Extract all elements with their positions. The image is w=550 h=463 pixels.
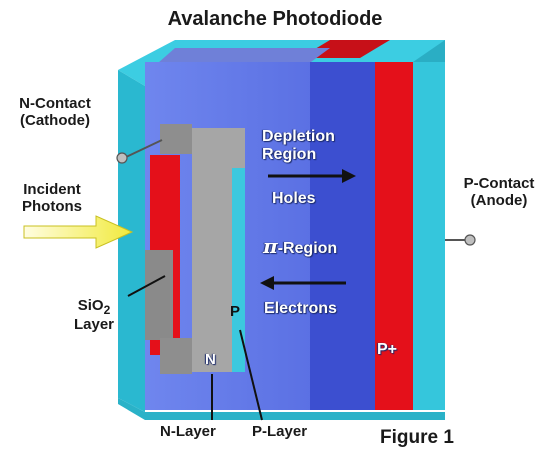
right-cap (413, 40, 445, 62)
n-contact-line1: N-Contact (19, 95, 91, 112)
p-letter-label: P (230, 303, 241, 320)
pi-region-text: -Region (277, 240, 338, 257)
holes-arrow-head (342, 169, 356, 183)
depletion-line1: Depletion (262, 128, 335, 145)
n-layer-bar (192, 128, 232, 372)
sio2-line2: Layer (73, 316, 115, 334)
n-contact-line2: (Cathode) (20, 111, 90, 129)
p-plus-label: P+ (377, 341, 398, 358)
p-plus-layer (375, 62, 413, 410)
sio2-layer-label: SiO2 Layer (62, 297, 126, 334)
depletion-line2: Region (262, 145, 317, 163)
p-contact-line2: (Anode) (470, 191, 528, 209)
p-contact-terminal (464, 234, 476, 246)
p-layer-strip-cap (232, 128, 245, 168)
diagram-title: Avalanche Photodiode (167, 8, 383, 30)
p-layer-strip (232, 168, 245, 372)
figure-label: Figure 1 (380, 427, 454, 448)
incident-photons-label: Incident Photons (2, 181, 102, 216)
n-contact-terminal (116, 152, 128, 164)
n-letter-label: N (205, 351, 216, 368)
p-contact-line1: P-Contact (463, 175, 535, 192)
p-contact-layer (413, 62, 445, 410)
body-side-blue (310, 62, 375, 410)
pi-symbol: π (263, 234, 278, 258)
p-layer-leader (239, 329, 263, 421)
holes-label: Holes (272, 190, 316, 207)
bottom-edge (118, 398, 445, 420)
sio2-line1: SiO2 (62, 297, 126, 317)
incident-line2: Photons (22, 197, 82, 215)
sio2-leader (127, 275, 166, 297)
electrons-label: Electrons (264, 300, 337, 317)
p-contact-label: P-Contact (Anode) (448, 175, 550, 210)
n-contact-label: N-Contact (Cathode) (0, 95, 110, 130)
n-layer-label: N-Layer (160, 423, 216, 440)
photon-arrow (23, 215, 134, 249)
depletion-region-label: Depletion Region (262, 128, 335, 163)
sio2-block-left (145, 250, 173, 340)
p-layer-label: P-Layer (252, 423, 308, 440)
sio2-block-bottom (160, 338, 192, 374)
sio2-subscript: 2 (103, 303, 111, 317)
sio2-main: SiO (77, 297, 104, 314)
electrons-arrow-head (260, 276, 274, 290)
sio2-block-top (160, 124, 192, 154)
pi-region-label: π-Region (263, 235, 337, 258)
incident-line1: Incident (23, 181, 81, 198)
n-contact-wire (123, 139, 163, 159)
left-edge-cyan (118, 70, 145, 412)
